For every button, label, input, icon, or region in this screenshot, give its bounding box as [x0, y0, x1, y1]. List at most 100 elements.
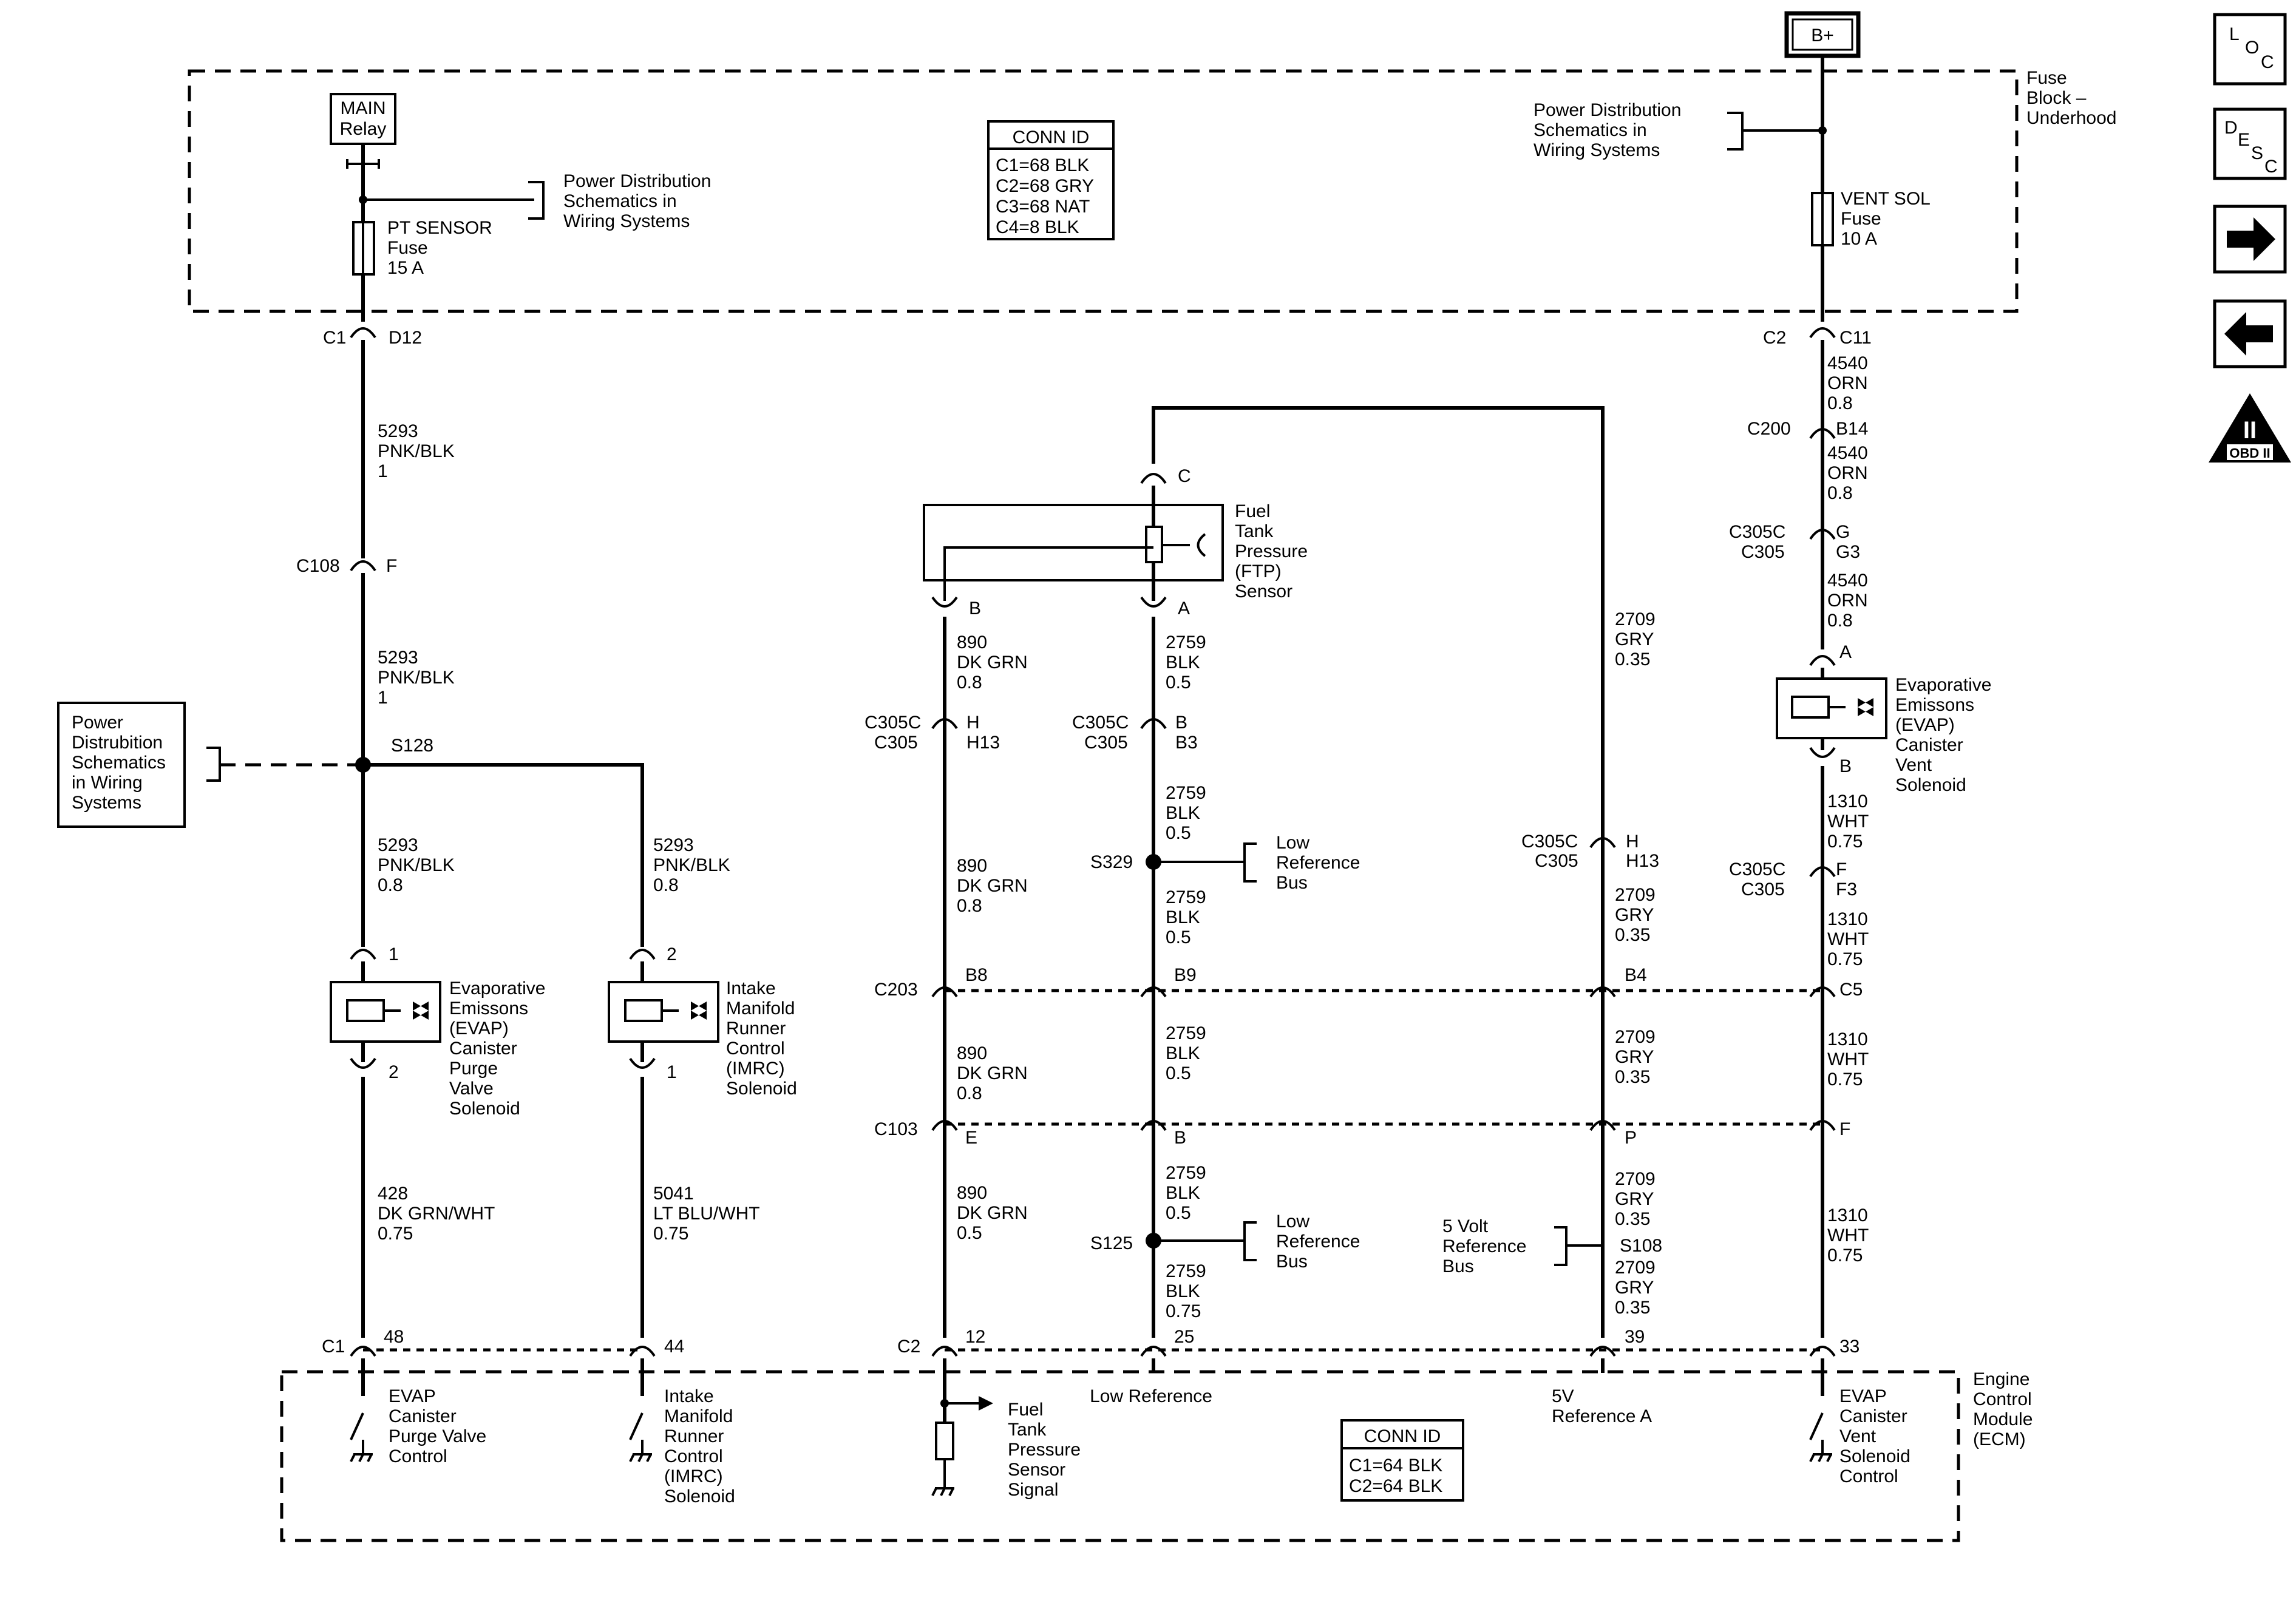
wire-label-890-b: 890 DK GRN 0.8	[957, 856, 1028, 916]
svg-text:Solenoid: Solenoid	[449, 1099, 520, 1119]
obd-ii-button[interactable]: II OBD II	[2209, 393, 2291, 463]
svg-text:C2: C2	[897, 1337, 920, 1357]
svg-text:II: II	[2243, 417, 2257, 444]
svg-text:Control: Control	[389, 1446, 447, 1466]
five-volt-ref-bus: 5 Volt Reference Bus	[1442, 1216, 1526, 1276]
svg-text:(EVAP): (EVAP)	[1895, 715, 1955, 735]
svg-text:Evaporative: Evaporative	[449, 978, 545, 998]
svg-text:C3=68 NAT: C3=68 NAT	[996, 197, 1090, 217]
svg-text:Schematics: Schematics	[72, 753, 166, 773]
svg-text:Module: Module	[1973, 1409, 2033, 1429]
svg-text:Purge: Purge	[449, 1059, 498, 1079]
vent-driver-switch	[1809, 1358, 1832, 1462]
svg-text:Canister: Canister	[1895, 735, 1963, 755]
wire-label-890-d: 890 DK GRN 0.5	[957, 1183, 1028, 1243]
svg-text:C305C: C305C	[1521, 832, 1578, 852]
wire-ftp-ref-loop	[1152, 406, 1605, 838]
conn-id-top: CONN ID C1=68 BLK C2=68 GRY C3=68 NAT C4…	[987, 120, 1115, 240]
purge-solenoid-label: Evaporative Emissons (EVAP) Canister Pur…	[449, 978, 545, 1119]
svg-text:890: 890	[957, 1043, 987, 1063]
evap-purge-solenoid	[330, 961, 441, 1062]
wire-label-1310-a: 1310 WHT 0.75	[1827, 791, 1869, 852]
svg-text:Signal: Signal	[1008, 1480, 1058, 1500]
svg-text:Block –: Block –	[2026, 88, 2087, 108]
svg-text:890: 890	[957, 856, 987, 876]
svg-text:C11: C11	[1839, 328, 1872, 348]
svg-text:0.75: 0.75	[1166, 1301, 1201, 1321]
svg-text:C305: C305	[1741, 542, 1785, 562]
vent-fuse-label: VENT SOL Fuse 10 A	[1841, 189, 1931, 249]
desc-button[interactable]: D E S C	[2213, 107, 2287, 180]
svg-text:B: B	[1839, 756, 1852, 776]
svg-text:ORN: ORN	[1827, 591, 1868, 611]
purge-driver-switch	[350, 1358, 373, 1462]
svg-text:Manifold: Manifold	[726, 998, 795, 1018]
svg-text:0.8: 0.8	[378, 875, 403, 895]
svg-text:BLK: BLK	[1166, 803, 1200, 823]
wire-imrc-feed	[363, 763, 644, 947]
bracket-pd-left	[528, 181, 545, 220]
svg-text:B: B	[969, 598, 981, 619]
svg-text:C305: C305	[874, 733, 918, 753]
wire-label-5293-b: 5293 PNK/BLK 1	[378, 648, 455, 708]
svg-text:Wiring Systems: Wiring Systems	[1533, 140, 1660, 160]
svg-text:1310: 1310	[1827, 1205, 1868, 1225]
svg-text:DK GRN/WHT: DK GRN/WHT	[378, 1204, 495, 1224]
svg-text:C203: C203	[874, 980, 918, 1000]
next-button[interactable]	[2213, 205, 2287, 274]
svg-text:BLK: BLK	[1166, 652, 1200, 673]
c305-vent-lower-label: C305C C305 F F3	[1729, 859, 1857, 900]
svg-text:Low: Low	[1276, 833, 1309, 853]
svg-text:0.75: 0.75	[1827, 1246, 1863, 1266]
svg-text:G3: G3	[1836, 542, 1860, 562]
fuse-block-boundary	[188, 69, 2019, 313]
svg-text:ORN: ORN	[1827, 373, 1868, 393]
wire-label-5293-a: 5293 PNK/BLK 1	[378, 421, 455, 481]
svg-text:Solenoid: Solenoid	[1895, 775, 1966, 795]
pt-sensor-fuse-label: PT SENSOR Fuse 15 A	[387, 218, 492, 278]
wire-label-2759-a: 2759 BLK 0.5	[1166, 632, 1206, 693]
svg-text:Relay: Relay	[340, 119, 387, 139]
svg-text:O: O	[2245, 38, 2259, 58]
loc-button[interactable]: L O C	[2213, 13, 2287, 86]
svg-text:B9: B9	[1174, 965, 1197, 985]
svg-text:0.8: 0.8	[957, 1083, 982, 1103]
svg-text:C305: C305	[1535, 851, 1578, 871]
pd-ref-left: Power Distribution Schematics in Wiring …	[563, 171, 711, 231]
svg-text:B: B	[1175, 713, 1187, 733]
svg-text:PT SENSOR: PT SENSOR	[387, 218, 492, 238]
svg-text:0.75: 0.75	[378, 1224, 413, 1244]
svg-text:Canister: Canister	[389, 1406, 457, 1426]
svg-text:Bus: Bus	[1276, 1252, 1308, 1272]
svg-text:Fuse: Fuse	[2026, 68, 2067, 88]
svg-text:C5: C5	[1839, 980, 1863, 1000]
svg-text:0.35: 0.35	[1615, 1209, 1650, 1229]
svg-text:GRY: GRY	[1615, 1189, 1654, 1209]
imrc-solenoid-label: Intake Manifold Runner Control (IMRC) So…	[726, 978, 797, 1099]
ecm-module-label: Engine Control Module (ECM)	[1973, 1369, 2033, 1449]
svg-text:WHT: WHT	[1827, 1225, 1869, 1246]
svg-text:A: A	[1839, 642, 1852, 662]
svg-text:4540: 4540	[1827, 443, 1868, 463]
svg-text:WHT: WHT	[1827, 1049, 1869, 1069]
svg-text:C2=68 GRY: C2=68 GRY	[996, 176, 1094, 196]
svg-text:C2: C2	[1763, 328, 1786, 348]
c305-vent-upper-label: C305C C305 G G3	[1729, 522, 1860, 562]
svg-text:DK GRN: DK GRN	[957, 1063, 1028, 1083]
svg-text:2: 2	[667, 944, 677, 964]
main-relay: MAIN Relay	[330, 93, 396, 169]
svg-text:4540: 4540	[1827, 571, 1868, 591]
fuse-block-label: Fuse Block – Underhood	[2026, 68, 2116, 128]
wire-label-4540-b: 4540 ORN 0.8	[1827, 443, 1868, 503]
connector-c108	[350, 560, 376, 572]
svg-text:Intake: Intake	[726, 978, 776, 998]
svg-text:Purge Valve: Purge Valve	[389, 1426, 486, 1446]
svg-text:Bus: Bus	[1276, 873, 1308, 893]
prev-button[interactable]	[2213, 299, 2287, 368]
svg-text:0.75: 0.75	[1827, 832, 1863, 852]
svg-text:2709: 2709	[1615, 1258, 1656, 1278]
svg-text:1310: 1310	[1827, 909, 1868, 929]
svg-text:33: 33	[1839, 1337, 1860, 1357]
svg-text:C1=68 BLK: C1=68 BLK	[996, 155, 1089, 175]
